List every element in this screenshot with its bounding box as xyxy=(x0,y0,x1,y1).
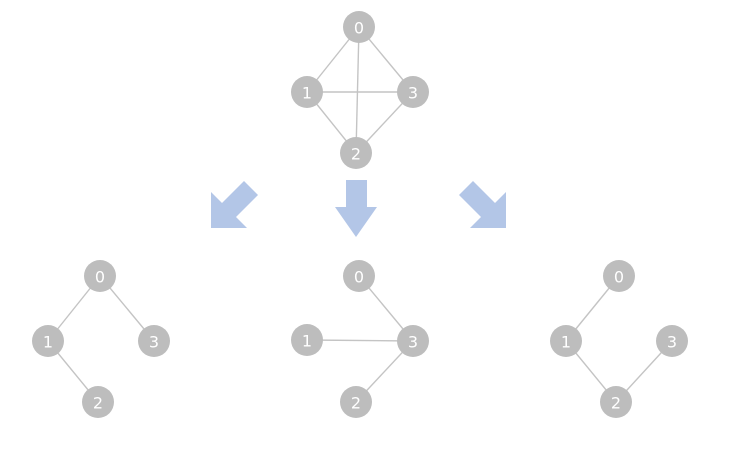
node-label: 2 xyxy=(351,394,361,413)
node-1: 1 xyxy=(291,324,323,356)
edge-0-2 xyxy=(355,26,360,154)
node-label: 1 xyxy=(302,84,312,103)
node-circle xyxy=(291,324,323,356)
edge-1-3 xyxy=(306,339,414,342)
arrow-down-right-icon xyxy=(459,181,506,228)
node-3: 3 xyxy=(138,325,170,357)
node-3: 3 xyxy=(397,76,429,108)
node-circle xyxy=(656,325,688,357)
node-0: 0 xyxy=(343,11,375,43)
node-circle xyxy=(32,325,64,357)
node-0: 0 xyxy=(603,260,635,292)
node-label: 0 xyxy=(354,19,364,38)
node-1: 1 xyxy=(550,325,582,357)
node-label: 2 xyxy=(93,394,103,413)
node-label: 0 xyxy=(354,268,364,287)
node-label: 2 xyxy=(611,394,621,413)
node-circle xyxy=(340,137,372,169)
arrow-down-right-shape xyxy=(459,181,506,228)
node-circle xyxy=(550,325,582,357)
node-circle xyxy=(138,325,170,357)
node-label: 1 xyxy=(43,333,53,352)
node-label: 3 xyxy=(667,333,677,352)
node-circle xyxy=(397,76,429,108)
node-circle xyxy=(340,386,372,418)
spanning-tree-left: 0 1 2 3 xyxy=(32,260,170,418)
node-label: 1 xyxy=(302,332,312,351)
node-label: 3 xyxy=(149,333,159,352)
node-circle xyxy=(600,386,632,418)
node-label: 3 xyxy=(408,333,418,352)
node-circle xyxy=(397,325,429,357)
arrow-down-left-icon xyxy=(211,181,258,228)
node-circle xyxy=(82,386,114,418)
arrow-down-left-shape xyxy=(211,181,258,228)
node-label: 0 xyxy=(95,268,105,287)
arrow-down-icon xyxy=(335,180,377,237)
node-label: 0 xyxy=(614,268,624,287)
node-2: 2 xyxy=(600,386,632,418)
node-2: 2 xyxy=(340,137,372,169)
node-1: 1 xyxy=(291,76,323,108)
node-circle xyxy=(291,76,323,108)
node-circle xyxy=(84,260,116,292)
node-3: 3 xyxy=(656,325,688,357)
node-3: 3 xyxy=(397,325,429,357)
node-circle xyxy=(603,260,635,292)
node-circle xyxy=(343,11,375,43)
node-0: 0 xyxy=(84,260,116,292)
arrow-down-shape xyxy=(335,180,377,237)
node-2: 2 xyxy=(82,386,114,418)
node-2: 2 xyxy=(340,386,372,418)
node-label: 1 xyxy=(561,333,571,352)
node-0: 0 xyxy=(343,260,375,292)
spanning-tree-middle: 0 1 2 3 xyxy=(291,260,429,418)
node-1: 1 xyxy=(32,325,64,357)
spanning-tree-right: 0 1 2 3 xyxy=(550,260,688,418)
node-circle xyxy=(343,260,375,292)
node-label: 3 xyxy=(408,84,418,103)
node-label: 2 xyxy=(351,145,361,164)
source-graph: 0 1 2 3 xyxy=(291,11,429,169)
